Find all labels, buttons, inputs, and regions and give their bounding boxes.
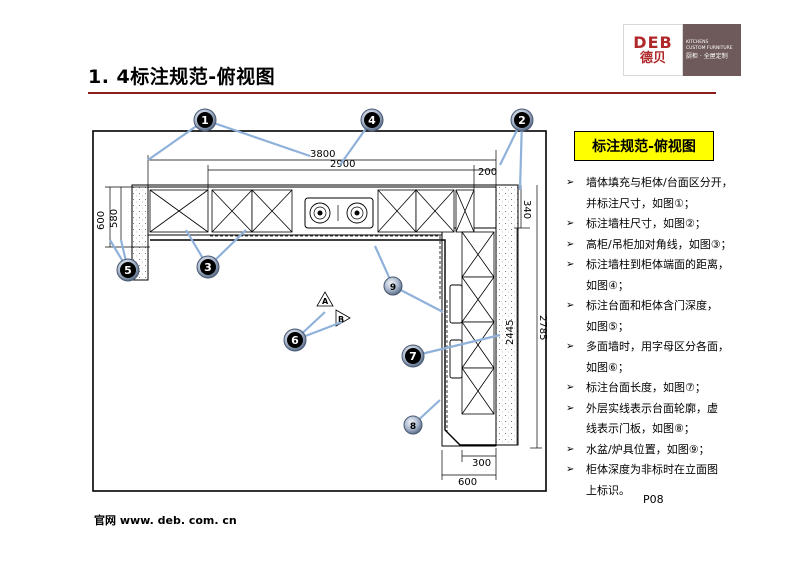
note-line: 上标识。: [586, 483, 630, 497]
dim-right-short: 340: [521, 200, 532, 219]
note-line: 线表示门板，如图⑧；: [586, 422, 695, 435]
dim-top-right: 200: [478, 167, 497, 178]
sinks: [449, 284, 463, 379]
callout-6: 6: [283, 328, 307, 352]
cabinets-right: [461, 231, 495, 415]
note-line: 标注台面和柜体含门深度，: [566, 296, 766, 317]
note-line: 标注台面长度，如图⑦；: [566, 378, 766, 399]
notes-list: 墙体填充与柜体/台面区分开， 并标注尺寸，如图①； 标注墙柱尺寸，如图②； 高柜…: [566, 173, 766, 501]
dim-bottom-inner: 300: [472, 458, 491, 469]
note-line: 如图⑤；: [586, 319, 629, 333]
svg-text:9: 9: [390, 283, 396, 293]
note-line: 多面墙时，用字母区分各面，: [566, 337, 766, 358]
logo-chinese: 德贝: [639, 50, 666, 66]
note-line: 标注墙柱尺寸，如图②；: [566, 214, 766, 235]
logo-tag1: KITCHENS: [686, 40, 709, 45]
note-line: 柜体深度为非标时在立面图: [566, 460, 766, 481]
brand-logo: DEB 德贝 KITCHENS CUSTOM FURNITURE 厨柜 · 全屋…: [623, 24, 741, 76]
callouts: 1 4 2 5 3 9 6 7 8: [116, 108, 534, 435]
svg-text:1: 1: [201, 114, 209, 127]
dim-bottom-outer: 600: [458, 477, 477, 488]
svg-text:7: 7: [409, 350, 417, 363]
dimension-lines: [105, 150, 542, 480]
page-title: 1. 4标注规范-俯视图: [88, 66, 276, 88]
gas-hob: [304, 197, 374, 229]
note-line: 标注墙柱到柜体端面的距离，: [566, 255, 766, 276]
note-line: 墙体填充与柜体/台面区分开，: [566, 173, 766, 194]
note-line: 外层实线表示台面轮廓，虚: [566, 399, 766, 420]
dim-left-inner: 580: [109, 209, 120, 228]
logo-tag2: CUSTOM FURNITURE: [686, 46, 733, 51]
drawing-frame: [92, 130, 547, 492]
note-line: 如图⑥；: [586, 360, 629, 374]
title-divider: [88, 92, 716, 94]
note-line: 如图④；: [586, 278, 629, 292]
dim-left-outer: 600: [96, 211, 107, 230]
logo-brand: DEB: [633, 32, 673, 52]
note-line: 高柜/吊柜加对角线，如图③；: [566, 235, 766, 256]
dim-top-total: 3800: [310, 149, 335, 160]
door-dash-line: [210, 235, 441, 300]
callout-2: 2: [510, 108, 534, 132]
svg-text:8: 8: [410, 422, 416, 432]
page-number: P08: [643, 493, 664, 506]
logo-tag3: 厨柜 · 全屋定制: [686, 53, 728, 60]
dim-right-long: 2785: [537, 315, 548, 340]
dimension-labels: 3800 2900 200 600 580 340 2785 2445 300 …: [96, 149, 548, 488]
note-line: 水盆/炉具位置，如图⑨；: [566, 440, 766, 461]
callout-5: 5: [116, 258, 140, 282]
svg-text:B: B: [338, 315, 344, 324]
note-line: 并标注尺寸，如图①；: [586, 196, 695, 210]
counter-outline: [150, 239, 496, 446]
callout-8: 8: [403, 415, 423, 435]
wall-cabinets-top: [149, 189, 475, 233]
svg-text:5: 5: [124, 264, 132, 277]
svg-text:3: 3: [204, 261, 212, 274]
callout-3: 3: [196, 255, 220, 279]
panel-title: 标注规范-俯视图: [574, 131, 714, 161]
view-markers: A B: [316, 291, 351, 327]
svg-text:A: A: [322, 297, 329, 306]
footer-website[interactable]: 官网 www. deb. com. cn: [94, 514, 237, 527]
view-marker-a: [316, 291, 334, 307]
dim-right-inner: 2445: [505, 320, 516, 345]
callout-1: 1: [193, 108, 217, 132]
callout-9: 9: [383, 276, 403, 296]
svg-text:4: 4: [368, 114, 376, 127]
callout-7: 7: [401, 344, 425, 368]
callout-4: 4: [360, 108, 384, 132]
svg-text:2: 2: [518, 114, 526, 127]
svg-text:6: 6: [291, 334, 299, 347]
dim-top-middle: 2900: [330, 159, 355, 170]
